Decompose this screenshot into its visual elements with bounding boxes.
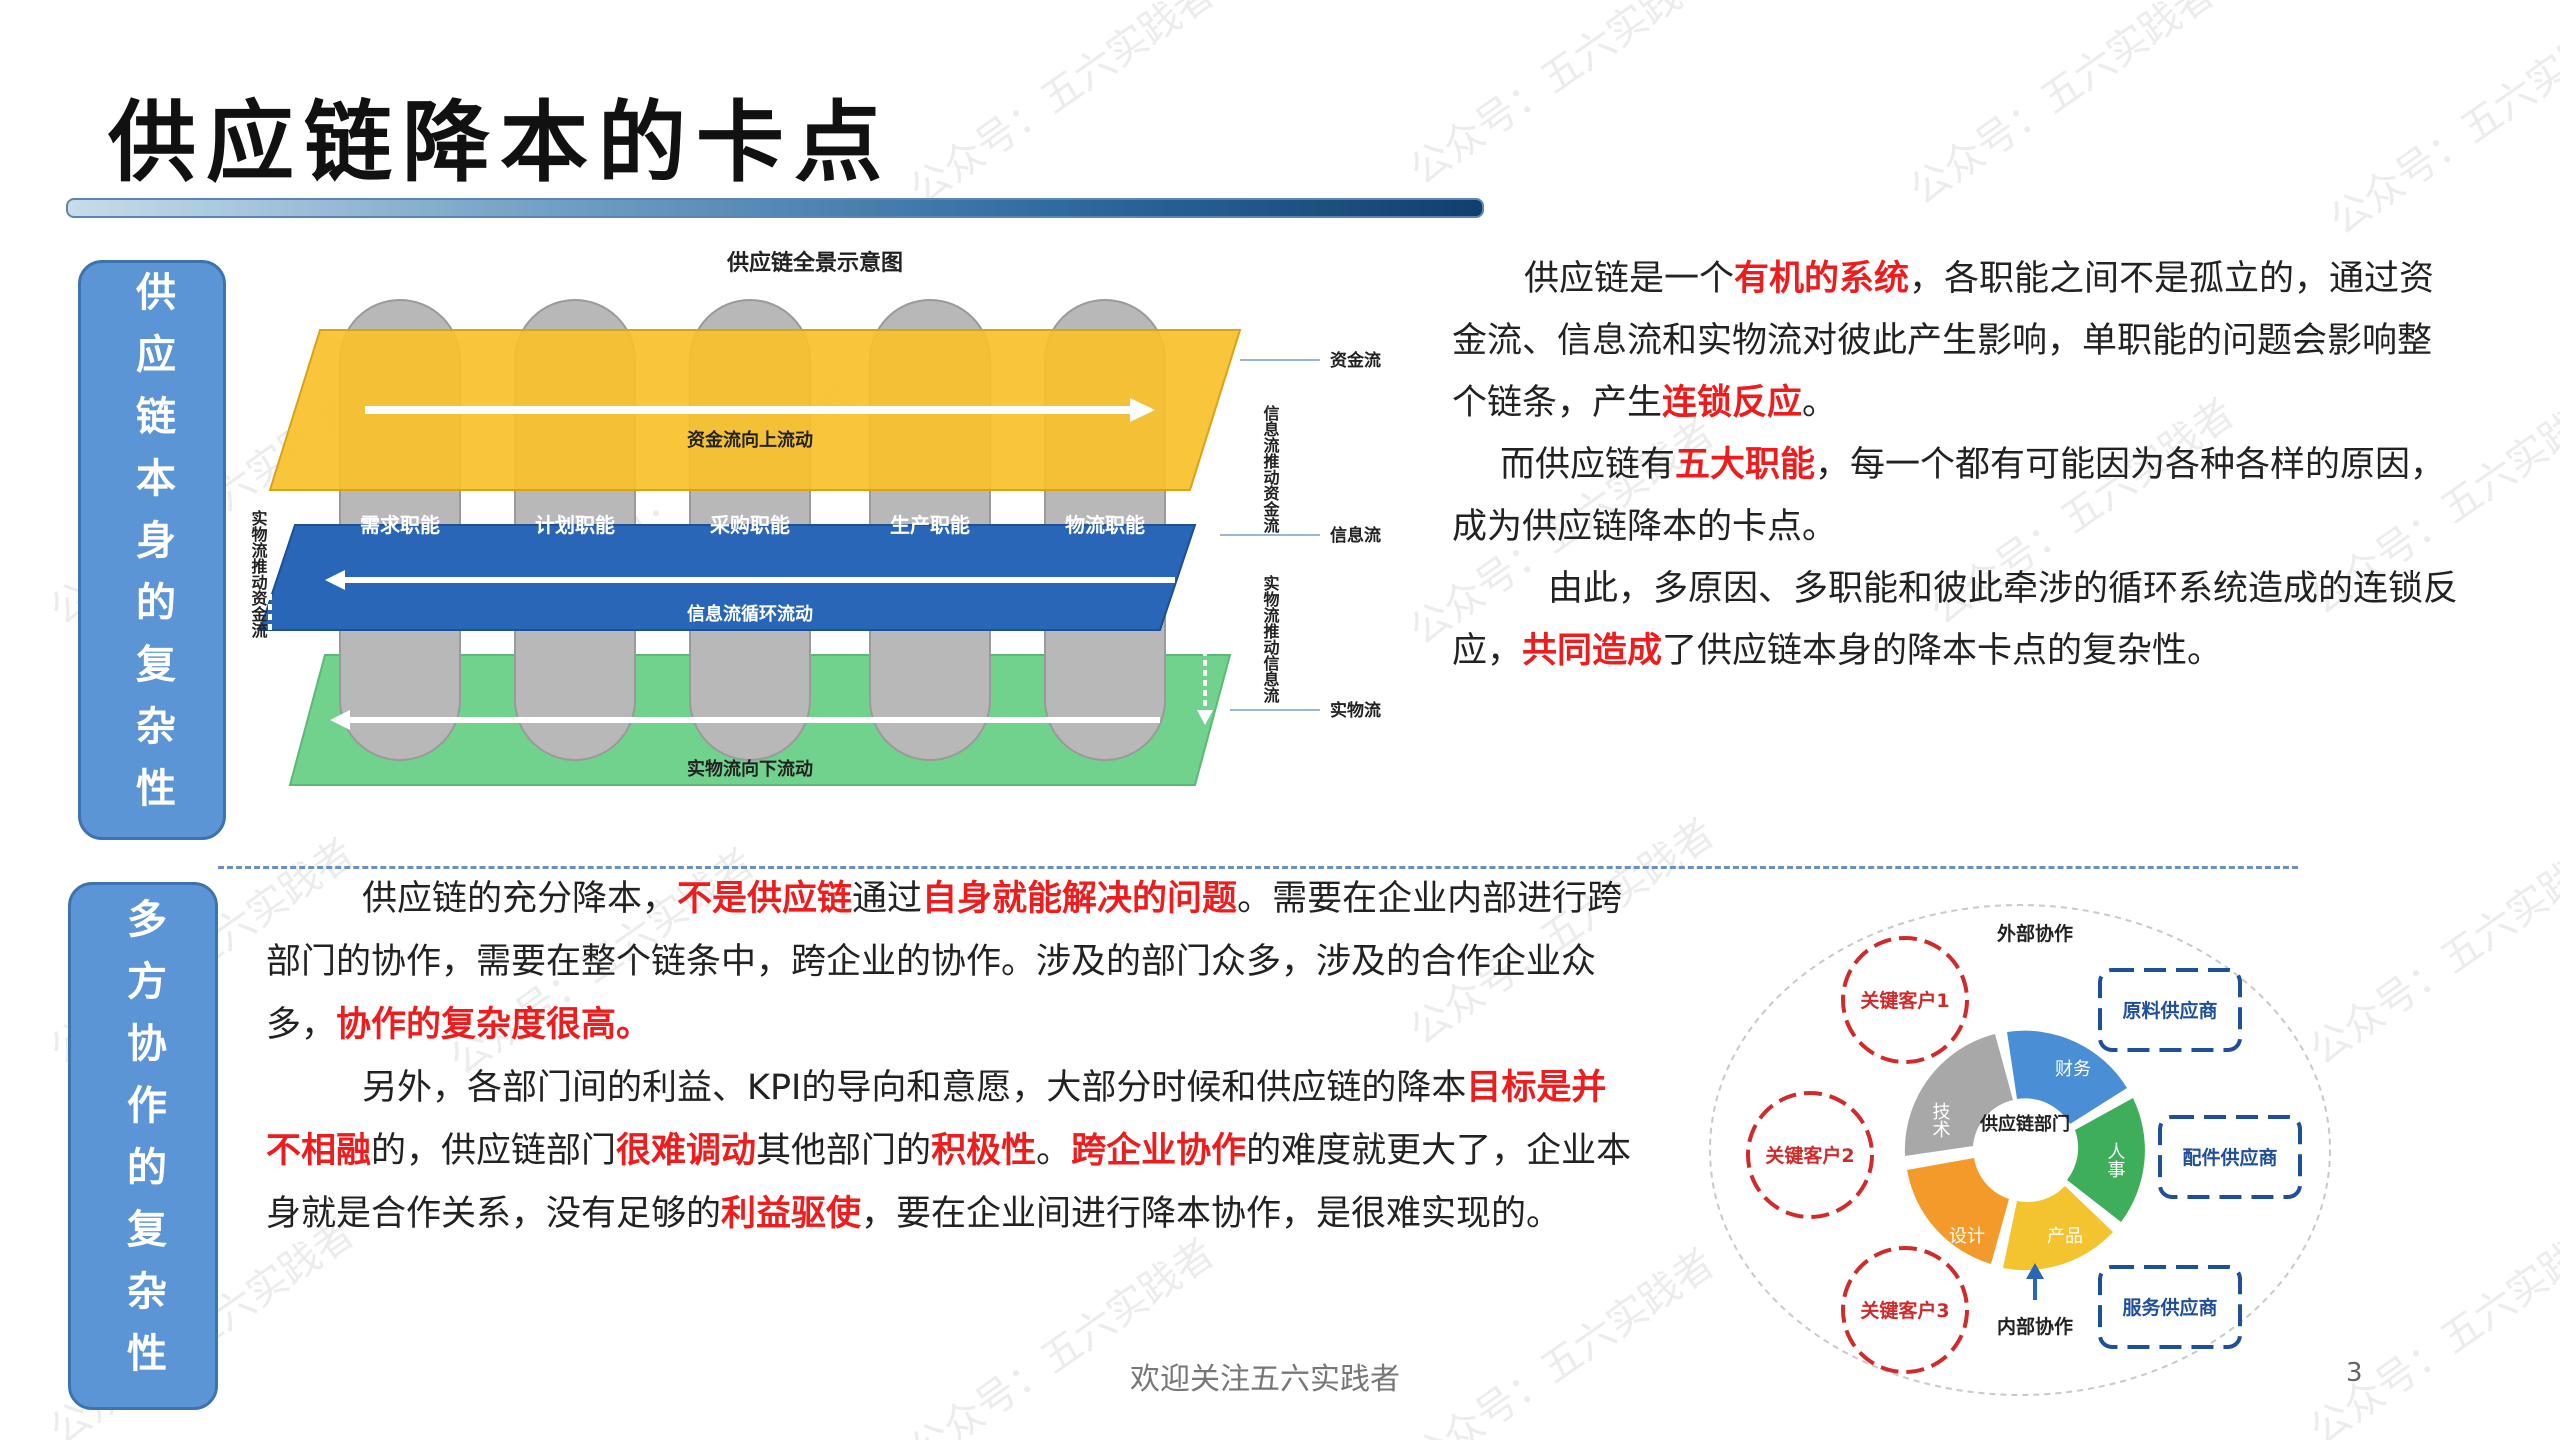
body-text: ，要在企业间进行降本协作，是很难实现的。 <box>861 1194 1562 1234</box>
highlight-text: 积极性 <box>931 1131 1037 1171</box>
collaboration-diagram: 财务 人事 产品 设计 技术 供应链部门 关键客户1 关键客户2 关键客户3 原… <box>1709 904 2331 1396</box>
body-text: 供应链是一个 <box>1524 259 1735 299</box>
watermark: 公众号：五六实践者 <box>1401 1240 1723 1440</box>
highlight-text: 有机的系统 <box>1734 259 1910 299</box>
segment-hr-label: 人事 <box>2105 1142 2126 1178</box>
highlight-text: 跨企业协作 <box>1071 1131 1247 1171</box>
highlight-text: 目标是并不相融 <box>266 1068 1607 1171</box>
body-text: 的难度就更大了，企业本身就是合作关系，没有足够的 <box>266 1131 1632 1234</box>
function-procurement-label: 采购职能 <box>710 513 790 537</box>
internal-arrow-icon <box>2026 1263 2044 1279</box>
supplier-service-label: 服务供应商 <box>2122 1296 2217 1319</box>
section1-label-box: 供应链本身的复杂性 <box>78 260 226 840</box>
right-side-text-top: 信息流推动资金流 <box>1261 404 1281 534</box>
supplier-raw-label: 原料供应商 <box>2122 999 2217 1022</box>
diagram1-title: 供应链全景示意图 <box>726 250 903 276</box>
segment-product <box>2003 1186 2113 1271</box>
segment-finance <box>2007 1030 2127 1124</box>
top-layer-label: 资金流向上流动 <box>687 429 813 451</box>
section2-paragraph1: 供应链的充分降本，不是供应链通过自身就能解决的问题。需要在企业内部进行跨部门的协… <box>266 868 1636 1057</box>
middle-layer-label: 信息流循环流动 <box>687 603 813 625</box>
function-production-label: 生产职能 <box>890 513 970 537</box>
body-text: 。 <box>1036 1131 1072 1171</box>
segment-hr <box>2067 1098 2145 1222</box>
department-ring: 财务 人事 产品 设计 技术 供应链部门 <box>1904 1030 2145 1271</box>
title-underline-bar <box>66 198 1484 218</box>
segment-tech-label: 技术 <box>1930 1102 1951 1138</box>
section1-paragraph3: 由此，多原因、多职能和彼此牵涉的循环系统造成的连锁反应，共同造成了供应链本身的降… <box>1452 558 2462 682</box>
section2-label-box: 多方协作的复杂性 <box>68 882 218 1410</box>
supplier-service-box <box>2098 1265 2242 1349</box>
highlight-text: 五大职能 <box>1675 445 1816 485</box>
body-text: ，每一个都有可能因为各种各样的原因，成为供应链降本的卡点。 <box>1452 445 2446 547</box>
function-logistics-label: 物流职能 <box>1065 513 1145 537</box>
highlight-text: 协作的复杂度很高。 <box>336 1005 652 1045</box>
right-side-text-bottom: 实物流推动信息流 <box>1261 574 1280 704</box>
body-text: 。 <box>1802 383 1838 423</box>
supply-chain-panorama-diagram: 供应链全景示意图 资金流向上流动 信息流循环流动 实物流向下流动 需求职能 计划… <box>249 250 1381 786</box>
body-text: 通过 <box>852 879 923 919</box>
left-side-text: 实物流推动资金流 <box>249 509 269 639</box>
watermark: 公众号：五六实践者 <box>901 0 1223 215</box>
highlight-text: 自身就能解决的问题 <box>922 879 1238 919</box>
body-text: 由此，多原因、多职能和彼此牵涉的循环系统造成的连锁反应， <box>1452 569 2459 671</box>
right-label-physical: 实物流 <box>1330 700 1381 721</box>
page-number: 3 <box>2346 1358 2363 1388</box>
section2-text: 供应链的充分降本，不是供应链通过自身就能解决的问题。需要在企业内部进行跨部门的协… <box>266 868 1636 1246</box>
outer-ellipse <box>1709 904 2331 1396</box>
external-collab-label: 外部协作 <box>1997 922 2073 945</box>
watermark: 公众号：五六实践者 <box>901 1230 1223 1440</box>
highlight-text: 很难调动 <box>616 1131 757 1171</box>
center-label: 供应链部门 <box>1979 1113 2070 1135</box>
body-text: 供应链的充分降本， <box>362 879 678 919</box>
supplier-raw-box <box>2098 968 2242 1052</box>
segment-finance-label: 财务 <box>2055 1059 2091 1080</box>
page-title: 供应链降本的卡点 <box>108 90 893 194</box>
supplier-parts-label: 配件供应商 <box>2182 1146 2277 1169</box>
right-label-capital: 资金流 <box>1330 350 1381 371</box>
segment-product-label: 产品 <box>2047 1226 2083 1247</box>
body-text: 的，供应链部门 <box>371 1131 617 1171</box>
segment-tech <box>1904 1034 2013 1156</box>
bottom-layer-label: 实物流向下流动 <box>687 758 813 780</box>
section1-paragraph2: 而供应链有五大职能，每一个都有可能因为各种各样的原因，成为供应链降本的卡点。 <box>1452 434 2462 558</box>
body-text: 另外，各部门间的利益、KPI的导向和意愿，大部分时候和供应链的降本 <box>362 1068 1467 1108</box>
right-label-information: 信息流 <box>1330 525 1381 546</box>
section1-paragraph1: 供应链是一个有机的系统，各职能之间不是孤立的，通过资金流、信息流和实物流对彼此产… <box>1452 248 2462 434</box>
body-text: ，各职能之间不是孤立的，通过资金流、信息流和实物流对彼此产生影响，单职能的问题会… <box>1452 259 2435 423</box>
highlight-text: 连锁反应 <box>1662 383 1803 423</box>
function-planning-label: 计划职能 <box>535 513 615 537</box>
highlight-text: 不是供应链 <box>677 879 853 919</box>
key-customer-3-circle <box>1841 1246 1969 1374</box>
key-customer-3-label: 关键客户3 <box>1860 1299 1949 1322</box>
section1-text: 供应链是一个有机的系统，各职能之间不是孤立的，通过资金流、信息流和实物流对彼此产… <box>1452 248 2462 682</box>
highlight-text: 共同造成 <box>1522 631 1663 671</box>
section1-label: 供应链本身的复杂性 <box>129 271 176 829</box>
body-text: 而供应链有 <box>1500 445 1676 485</box>
highlight-text: 利益驱使 <box>721 1194 862 1234</box>
section2-paragraph2: 另外，各部门间的利益、KPI的导向和意愿，大部分时候和供应链的降本目标是并不相融… <box>266 1057 1636 1246</box>
body-text: 。需要在企业内部进行跨部门的协作，需要在整个链条中，跨企业的协作。涉及的部门众多… <box>266 879 1623 1045</box>
watermark: 公众号：五六实践者 <box>2321 0 2560 245</box>
internal-collab-label: 内部协作 <box>1997 1315 2073 1338</box>
key-customer-2-label: 关键客户2 <box>1765 1144 1854 1167</box>
key-customer-1-circle <box>1841 936 1969 1064</box>
key-customer-1-label: 关键客户1 <box>1860 989 1949 1012</box>
function-demand-label: 需求职能 <box>360 513 440 537</box>
footer-text: 欢迎关注五六实践者 <box>1130 1362 1400 1397</box>
watermark: 公众号：五六实践者 <box>1901 0 2223 215</box>
supplier-parts-box <box>2158 1115 2302 1199</box>
section2-label: 多方协作的复杂性 <box>120 898 167 1394</box>
key-customer-2-circle <box>1746 1091 1874 1219</box>
segment-design-label: 设计 <box>1949 1226 1985 1247</box>
segment-design <box>1907 1158 2009 1264</box>
body-text: 其他部门的 <box>756 1131 932 1171</box>
body-text: 了供应链本身的降本卡点的复杂性。 <box>1662 631 2223 671</box>
watermark: 公众号：五六实践者 <box>1401 0 1723 195</box>
section-divider <box>218 866 2298 869</box>
